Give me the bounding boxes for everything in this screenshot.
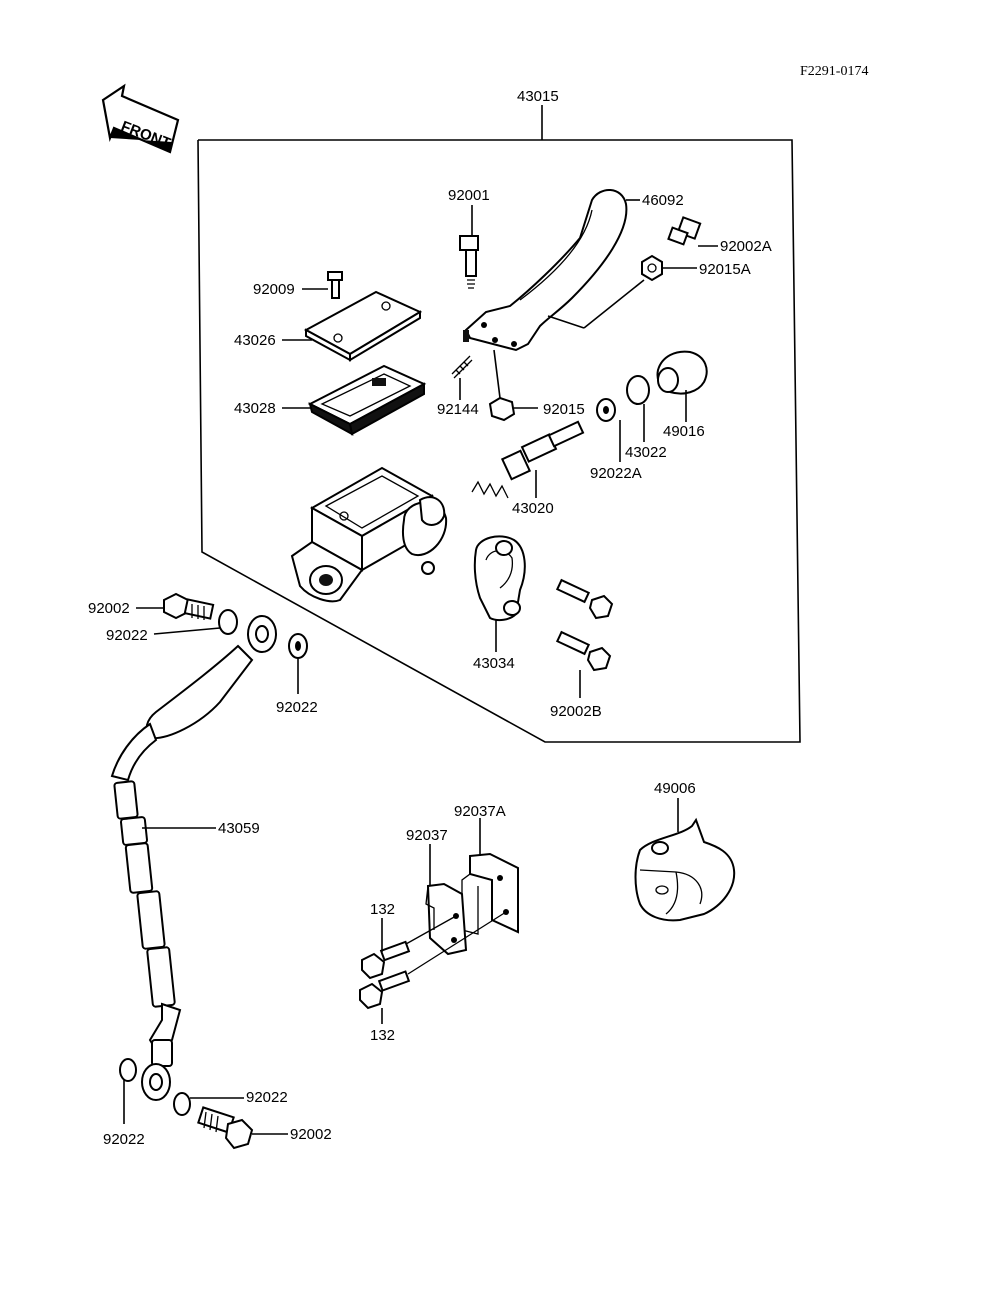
label-92002-bottom: 92002 [290,1126,332,1143]
pivot-nut-92015 [488,349,516,422]
lever-guard [634,817,736,922]
reservoir-diaphragm [307,364,427,436]
label-132-bottom: 132 [370,1027,395,1044]
front-arrow-icon: FRONT [101,83,180,154]
label-92015: 92015 [543,401,585,418]
label-43020: 43020 [512,500,554,517]
label-92022-top-1: 92022 [106,627,148,644]
upper-washer-2 [288,633,308,659]
lower-washer-1 [119,1058,137,1082]
label-43059: 43059 [218,820,260,837]
label-43034: 43034 [473,655,515,672]
label-49016: 49016 [663,423,705,440]
lock-nut-92015A [641,254,663,282]
label-92015A: 92015A [699,261,751,278]
upper-washer-1 [218,609,238,635]
dust-boot [656,350,708,395]
reservoir-cap [303,290,423,362]
label-92022-bottom-2: 92022 [246,1089,288,1106]
piston-kit [471,420,585,499]
label-92002A: 92002A [720,238,772,255]
circlip [626,375,650,405]
label-92037: 92037 [406,827,448,844]
label-92002-top: 92002 [88,600,130,617]
label-46092: 46092 [642,192,684,209]
clamp-bolts [555,578,614,672]
lever-adjust-screw [667,216,702,246]
brake-lever [463,189,628,352]
drawing-code: F2291-0174 [800,64,868,79]
label-92001: 92001 [448,187,490,204]
lower-washer-2 [173,1092,191,1116]
label-43022: 43022 [625,444,667,461]
handlebar-clamp [473,535,526,622]
label-92022A: 92022A [590,465,642,482]
label-92002B: 92002B [550,703,602,720]
pivot-bolt [459,235,479,289]
lower-banjo-bolt [197,1106,254,1150]
label-92009: 92009 [253,281,295,298]
hose-bracket-92037 [425,882,468,956]
washer-92022A [596,398,616,422]
label-92022-top-2: 92022 [276,699,318,716]
label-132-top: 132 [370,901,395,918]
label-92022-bottom-1: 92022 [103,1131,145,1148]
label-43015: 43015 [517,88,559,105]
assembly-outline [197,105,801,743]
label-92037A: 92037A [454,803,506,820]
label-43026: 43026 [234,332,276,349]
label-49006: 49006 [654,780,696,797]
master-cylinder-body [290,466,448,603]
spring-pin [451,355,473,379]
bracket-bolts-132 [359,911,507,1010]
cap-screw [327,271,343,299]
brake-hose [110,615,277,1101]
upper-banjo-bolt [163,592,215,620]
label-92144: 92144 [437,401,479,418]
label-43028: 43028 [234,400,276,417]
